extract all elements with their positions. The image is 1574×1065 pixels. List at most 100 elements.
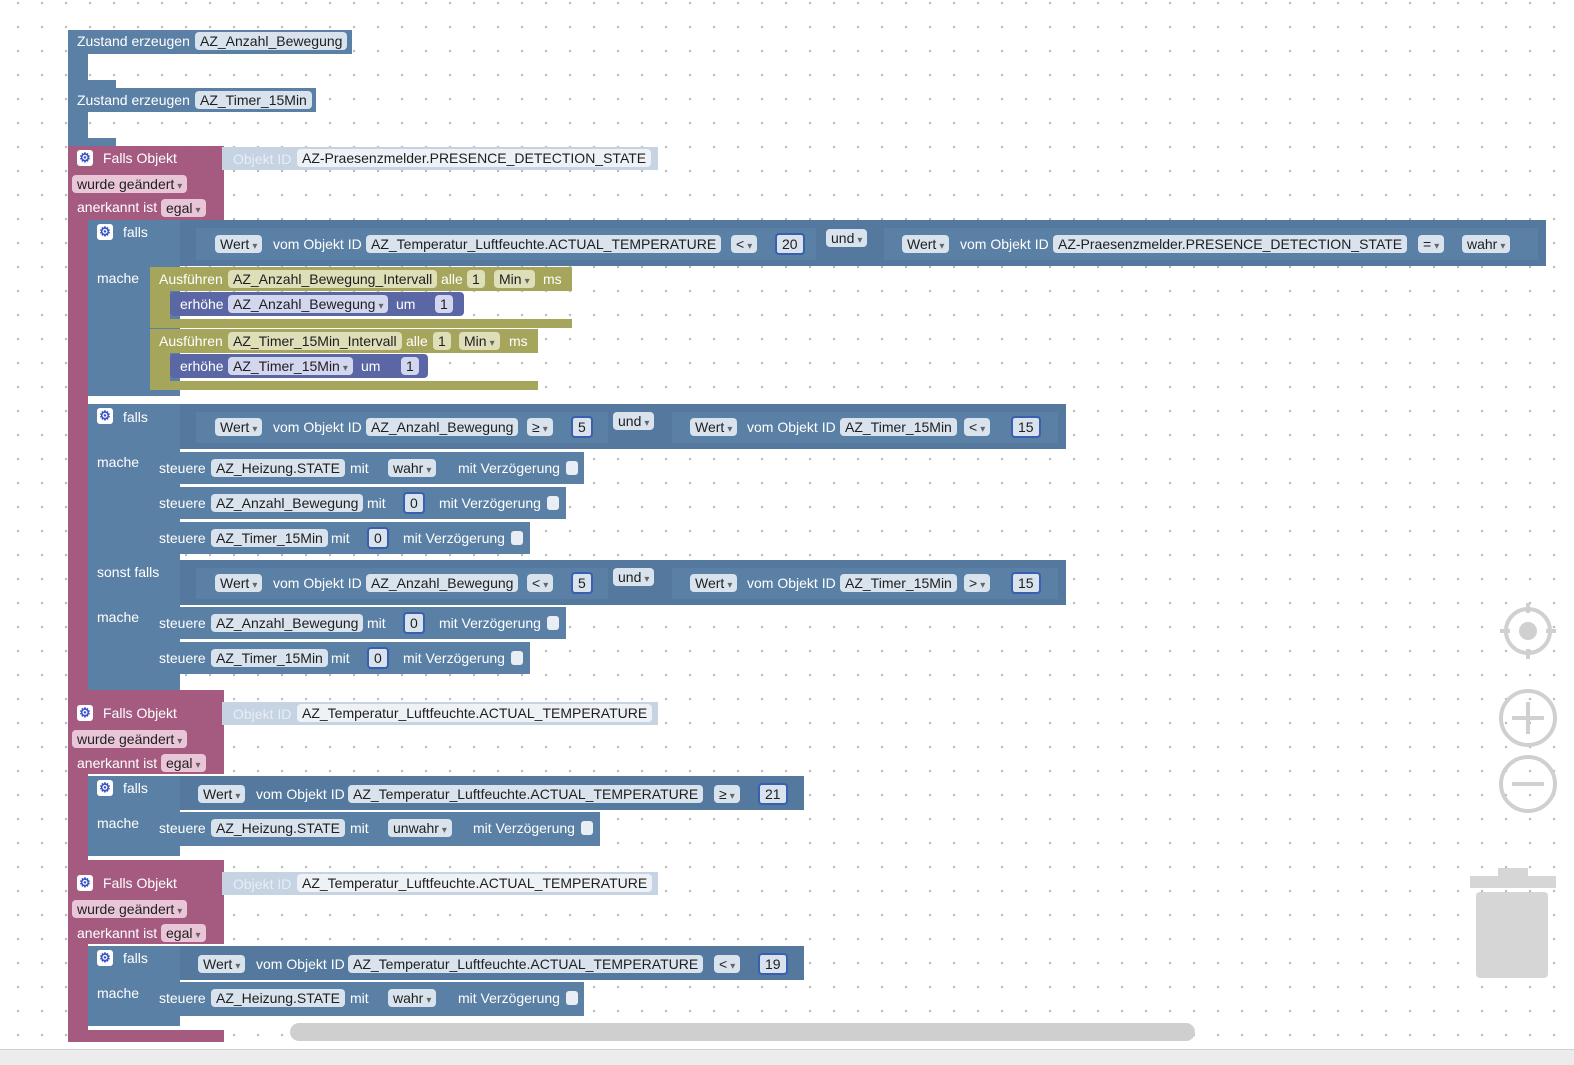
- number-field[interactable]: 19: [758, 953, 788, 975]
- delay-checkbox[interactable]: [547, 616, 559, 630]
- logic-dropdown[interactable]: und▾: [613, 568, 655, 586]
- gear-icon[interactable]: ⚙: [77, 875, 93, 891]
- object-id-field[interactable]: AZ_Heizung.STATE: [211, 819, 345, 837]
- changed-dropdown[interactable]: wurde geändert▾: [72, 730, 188, 748]
- control-block[interactable]: steuere AZ_Heizung.STATE mit wahr▾ mit V…: [150, 982, 584, 1016]
- delay-checkbox[interactable]: [511, 531, 523, 545]
- object-id-field[interactable]: AZ_Temperatur_Luftfeuchte.ACTUAL_TEMPERA…: [348, 785, 704, 803]
- zoom-in-icon[interactable]: [1498, 688, 1558, 748]
- delay-checkbox[interactable]: [581, 821, 593, 835]
- control-block[interactable]: steuere AZ_Anzahl_Bewegung mit 0 mit Ver…: [150, 607, 566, 639]
- delay-checkbox[interactable]: [511, 651, 523, 665]
- object-id-field[interactable]: AZ_Heizung.STATE: [211, 459, 345, 477]
- bool-dropdown[interactable]: unwahr▾: [388, 819, 452, 837]
- operator-dropdown[interactable]: >▾: [964, 574, 991, 592]
- changed-dropdown[interactable]: wurde geändert▾: [72, 900, 188, 918]
- number-field[interactable]: 5: [571, 572, 593, 594]
- number-field[interactable]: 0: [367, 527, 389, 549]
- gear-icon[interactable]: ⚙: [97, 224, 113, 240]
- changed-dropdown[interactable]: wurde geändert▾: [72, 175, 188, 193]
- value-dropdown[interactable]: Wert▾: [198, 785, 246, 803]
- number-field[interactable]: 0: [403, 492, 425, 514]
- object-id-field[interactable]: AZ-Praesenzmelder.PRESENCE_DETECTION_STA…: [1053, 235, 1408, 253]
- control-block[interactable]: steuere AZ_Timer_15Min mit 0 mit Verzöge…: [150, 522, 530, 554]
- object-id-field[interactable]: AZ_Anzahl_Bewegung: [366, 418, 519, 436]
- number-field[interactable]: 15: [1011, 572, 1041, 594]
- object-id-block[interactable]: Objekt ID AZ_Temperatur_Luftfeuchte.ACTU…: [222, 872, 658, 895]
- operator-dropdown[interactable]: <▾: [714, 955, 741, 973]
- object-id-field[interactable]: AZ_Temperatur_Luftfeuchte.ACTUAL_TEMPERA…: [366, 235, 722, 253]
- object-id-field[interactable]: AZ_Temperatur_Luftfeuchte.ACTUAL_TEMPERA…: [348, 955, 704, 973]
- gear-icon[interactable]: ⚙: [77, 150, 93, 166]
- logic-dropdown[interactable]: und▾: [613, 412, 655, 430]
- operator-dropdown[interactable]: <▾: [527, 574, 554, 592]
- interval-count-field[interactable]: 1: [467, 270, 485, 288]
- variable-dropdown[interactable]: AZ_Timer_15Min▾: [228, 357, 353, 375]
- interval-name-field[interactable]: AZ_Anzahl_Bewegung_Intervall: [228, 270, 438, 288]
- increment-block[interactable]: erhöhe AZ_Timer_15Min▾ um 1: [170, 354, 428, 378]
- create-state-block[interactable]: Zustand erzeugen AZ_Timer_15Min: [68, 88, 316, 112]
- control-block[interactable]: steuere AZ_Heizung.STATE mit wahr▾ mit V…: [150, 452, 584, 484]
- object-id-field[interactable]: AZ_Temperatur_Luftfeuchte.ACTUAL_TEMPERA…: [297, 704, 653, 722]
- control-block[interactable]: steuere AZ_Timer_15Min mit 0 mit Verzöge…: [150, 642, 530, 674]
- zoom-out-icon[interactable]: [1498, 754, 1558, 814]
- number-field[interactable]: 5: [571, 416, 593, 438]
- bool-dropdown[interactable]: wahr▾: [388, 459, 437, 477]
- value-dropdown[interactable]: Wert▾: [198, 955, 246, 973]
- object-id-field[interactable]: AZ_Anzahl_Bewegung: [211, 494, 364, 512]
- delay-checkbox[interactable]: [547, 496, 559, 510]
- number-field[interactable]: 0: [403, 612, 425, 634]
- value-dropdown[interactable]: Wert▾: [902, 235, 950, 253]
- object-id-field[interactable]: AZ_Timer_15Min: [840, 418, 957, 436]
- increment-value[interactable]: 1: [401, 357, 419, 375]
- value-dropdown[interactable]: Wert▾: [215, 235, 263, 253]
- gear-icon[interactable]: ⚙: [77, 705, 93, 721]
- value-dropdown[interactable]: Wert▾: [215, 574, 263, 592]
- ack-dropdown[interactable]: egal▾: [161, 754, 206, 772]
- number-field[interactable]: 0: [367, 647, 389, 669]
- target-icon[interactable]: [1498, 601, 1558, 661]
- object-id-field[interactable]: AZ_Timer_15Min: [211, 529, 328, 547]
- gear-icon[interactable]: ⚙: [97, 408, 113, 424]
- create-state-block[interactable]: Zustand erzeugen AZ_Anzahl_Bewegung: [68, 30, 352, 54]
- object-id-field[interactable]: AZ_Anzahl_Bewegung: [211, 614, 364, 632]
- control-block[interactable]: steuere AZ_Anzahl_Bewegung mit 0 mit Ver…: [150, 487, 566, 519]
- bool-dropdown[interactable]: wahr▾: [388, 989, 437, 1007]
- ack-dropdown[interactable]: egal▾: [161, 924, 206, 942]
- control-block[interactable]: steuere AZ_Heizung.STATE mit unwahr▾ mit…: [150, 812, 600, 846]
- trash-icon[interactable]: [1470, 868, 1556, 980]
- logic-dropdown[interactable]: und▾: [826, 229, 868, 247]
- operator-dropdown[interactable]: <▾: [731, 235, 758, 253]
- interval-name-field[interactable]: AZ_Timer_15Min_Intervall: [228, 332, 402, 350]
- object-id-block[interactable]: Objekt ID AZ_Temperatur_Luftfeuchte.ACTU…: [222, 702, 658, 725]
- value-dropdown[interactable]: Wert▾: [690, 574, 738, 592]
- state-name-field[interactable]: AZ_Anzahl_Bewegung: [195, 32, 348, 50]
- delay-checkbox[interactable]: [566, 991, 578, 1005]
- object-id-field[interactable]: AZ_Timer_15Min: [840, 574, 957, 592]
- increment-block[interactable]: erhöhe AZ_Anzahl_Bewegung▾ um 1: [170, 292, 464, 316]
- object-id-field[interactable]: AZ-Praesenzmelder.PRESENCE_DETECTION_STA…: [297, 149, 652, 167]
- delay-checkbox[interactable]: [566, 461, 578, 475]
- operator-dropdown[interactable]: <▾: [964, 418, 991, 436]
- number-field[interactable]: 15: [1011, 416, 1041, 438]
- value-dropdown[interactable]: Wert▾: [690, 418, 738, 436]
- operator-dropdown[interactable]: ≥▾: [527, 418, 553, 436]
- operator-dropdown[interactable]: ≥▾: [714, 785, 740, 803]
- value-dropdown[interactable]: Wert▾: [215, 418, 263, 436]
- object-id-field[interactable]: AZ_Temperatur_Luftfeuchte.ACTUAL_TEMPERA…: [297, 874, 653, 892]
- bool-dropdown[interactable]: wahr▾: [1462, 235, 1511, 253]
- number-field[interactable]: 20: [775, 233, 805, 255]
- gear-icon[interactable]: ⚙: [97, 950, 113, 966]
- unit-dropdown[interactable]: Min▾: [459, 332, 500, 350]
- number-field[interactable]: 21: [758, 783, 788, 805]
- object-id-field[interactable]: AZ_Heizung.STATE: [211, 989, 345, 1007]
- gear-icon[interactable]: ⚙: [97, 780, 113, 796]
- variable-dropdown[interactable]: AZ_Anzahl_Bewegung▾: [228, 295, 389, 313]
- operator-dropdown[interactable]: =▾: [1418, 235, 1445, 253]
- horizontal-scrollbar[interactable]: [290, 1023, 1195, 1041]
- object-id-field[interactable]: AZ_Anzahl_Bewegung: [366, 574, 519, 592]
- unit-dropdown[interactable]: Min▾: [494, 270, 535, 288]
- interval-count-field[interactable]: 1: [433, 332, 451, 350]
- object-id-block[interactable]: Objekt ID AZ-Praesenzmelder.PRESENCE_DET…: [222, 147, 658, 170]
